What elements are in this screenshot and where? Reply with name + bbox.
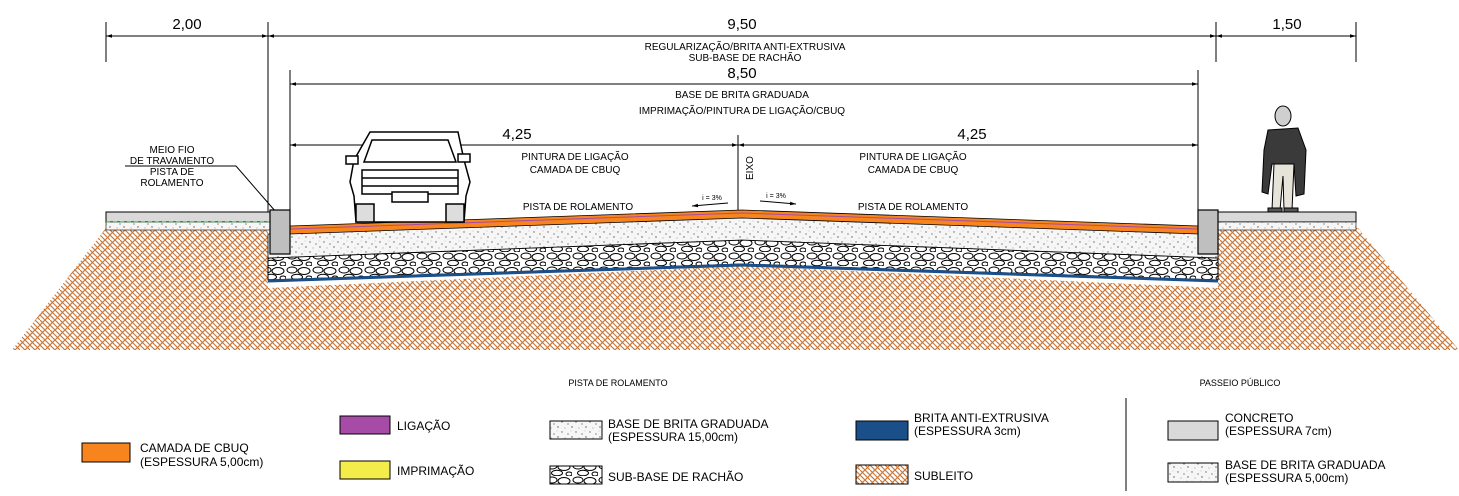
dim-left-sidewalk: 2,00 [172,16,201,33]
left-sidewalk-base [105,221,271,231]
right-curb [1197,209,1219,255]
dim-carriageway: 8,50 [727,65,756,82]
legend-heading-pista: PISTA DE ROLAMENTO [568,378,667,388]
label-regularizacao: REGULARIZAÇÃO/BRITA ANTI-EXTRUSIVA [645,40,846,53]
label-right-pista: PISTA DE ROLAMENTO [858,202,968,213]
legend-swatch-base-brita [549,420,603,440]
legend-base-passeio-label: BASE DE BRITA GRADUADA [1225,458,1385,472]
label-left-pista: PISTA DE ROLAMENTO [523,202,633,213]
label-meio-fio: MEIO FIO [150,145,195,156]
label-sub-base-top: SUB-BASE DE RACHÃO [689,51,802,64]
pedestrian-icon [1261,105,1307,213]
car-icon [345,131,471,223]
legend-ligacao-label: LIGAÇÃO [397,419,450,433]
label-pista-de: PISTA DE [150,167,195,178]
legend-swatch-imprimacao [339,460,391,480]
label-right-pintura: PINTURA DE LIGAÇÃO [859,150,966,163]
label-left-camada: CAMADA DE CBUQ [530,165,621,176]
legend-anti-extrusiva-label: BRITA ANTI-EXTRUSIVA [914,411,1049,425]
left-sidewalk-concrete [105,211,271,223]
legend-rachao-label: SUB-BASE DE RACHÃO [608,470,743,484]
dim-total: 9,50 [727,16,756,33]
callout-leader [125,165,277,213]
slope-left-label: i = 3% [702,195,722,202]
legend-swatch-subleito [855,464,909,485]
legend-base-passeio-thickness: (ESPESSURA 5,00cm) [1225,471,1348,485]
legend-cbuq-thickness: (ESPESSURA 5,00cm) [140,455,263,469]
subleito-layer [12,228,1459,350]
legend-swatch-ligacao [339,415,391,435]
right-sidewalk-concrete [1217,211,1357,223]
label-eixo: EIXO [745,156,756,180]
label-right-camada: CAMADA DE CBUQ [868,165,959,176]
legend-swatch-rachao [549,465,603,485]
dim-right-half: 4,25 [957,126,986,143]
label-imprimacao-cbuq: IMPRIMAÇÃO/PINTURA DE LIGAÇÃO/CBUQ [639,104,845,117]
dim-right-sidewalk: 1,50 [1272,16,1301,33]
legend: PISTA DE ROLAMENTO PASSEIO PÚBLICO CAMAD… [81,378,1385,491]
legend-concreto-label: CONCRETO [1225,411,1293,425]
left-curb [269,209,291,255]
legend-anti-extrusiva-thickness: (ESPESSURA 3cm) [914,424,1021,438]
legend-base-brita-thickness: (ESPESSURA 15,00cm) [608,430,738,444]
ligacao-line [289,212,1199,230]
label-left-pintura: PINTURA DE LIGAÇÃO [521,150,628,163]
label-rolamento: ROLAMENTO [140,178,203,189]
legend-swatch-concreto [1167,420,1219,441]
label-de-travamento: DE TRAVAMENTO [130,156,214,167]
legend-swatch-base-passeio [1167,462,1219,483]
dim-left-half: 4,25 [502,126,531,143]
legend-concreto-thickness: (ESPESSURA 7cm) [1225,424,1332,438]
legend-swatch-cbuq [81,442,131,463]
right-sidewalk-base [1217,221,1357,231]
legend-base-brita-label: BASE DE BRITA GRADUADA [608,417,768,431]
slope-right-label: i = 3% [766,193,786,200]
legend-cbuq-label: CAMADA DE CBUQ [140,441,249,455]
legend-heading-passeio: PASSEIO PÚBLICO [1200,378,1281,388]
legend-swatch-anti-extrusiva [855,420,909,441]
slope-right-arrow [759,200,797,206]
label-base-brita: BASE DE BRITA GRADUADA [675,90,809,101]
legend-subleito-label: SUBLEITO [914,469,973,483]
anti-extrusiva-layer [267,263,1219,283]
legend-imprimacao-label: IMPRIMAÇÃO [397,464,474,478]
slope-left-arrow [691,202,729,208]
pavement-layers [12,209,1459,350]
